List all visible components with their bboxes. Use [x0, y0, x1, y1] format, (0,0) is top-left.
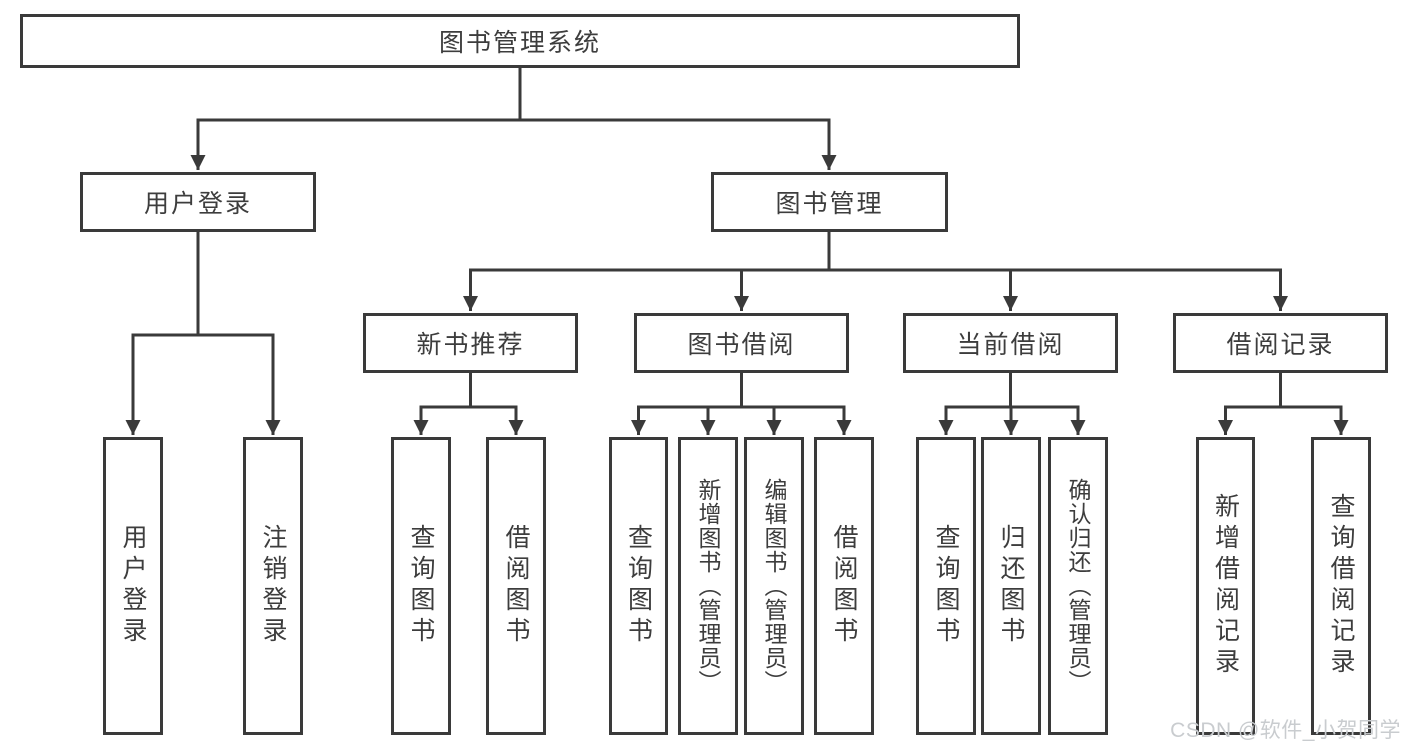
connector-root: [190, 68, 837, 170]
node-book-borrow: 图书借阅: [634, 313, 849, 373]
node-label: 借阅图书: [502, 524, 530, 648]
node-label: 查询图书: [624, 524, 653, 648]
connector-book-management: [463, 232, 1288, 311]
leaf-borrow-books: 借阅图书: [814, 437, 874, 735]
leaf-query-books-recommend: 查询图书: [391, 437, 451, 735]
connector-current-borrow: [938, 373, 1086, 435]
node-label: 查询图书: [932, 524, 960, 648]
node-root: 图书管理系统: [20, 14, 1020, 68]
node-label: 图书管理: [775, 190, 884, 218]
node-label: 用户登录: [119, 524, 147, 648]
node-user-login: 用户登录: [80, 172, 316, 232]
node-label: 借阅记录: [1226, 331, 1335, 359]
node-label: 编辑图书（管理员）: [761, 478, 787, 694]
node-label: 图书管理系统: [438, 29, 601, 57]
leaf-query-books-current: 查询图书: [916, 437, 976, 735]
node-label: 确认归还（管理员）: [1065, 478, 1091, 694]
node-label: 归还图书: [997, 524, 1025, 648]
node-label: 用户登录: [143, 190, 252, 218]
node-label: 当前借阅: [956, 331, 1065, 359]
leaf-edit-book-admin: 编辑图书（管理员）: [744, 437, 804, 735]
leaf-confirm-return-admin: 确认归还（管理员）: [1048, 437, 1108, 735]
node-borrow-records: 借阅记录: [1173, 313, 1388, 373]
node-label: 新书推荐: [416, 331, 525, 359]
node-label: 查询借阅记录: [1327, 493, 1355, 679]
leaf-user-login: 用户登录: [103, 437, 163, 735]
leaf-logout: 注销登录: [243, 437, 303, 735]
node-book-management: 图书管理: [711, 172, 948, 232]
node-label: 新增图书（管理员）: [695, 478, 721, 694]
connector-book-borrow: [631, 373, 852, 435]
watermark: CSDN @软件_小贺同学: [1170, 719, 1401, 742]
connector-user-login: [125, 232, 281, 435]
node-label: 注销登录: [259, 524, 287, 648]
node-label: 查询图书: [407, 524, 435, 648]
leaf-borrow-books-recommend: 借阅图书: [486, 437, 546, 735]
leaf-query-books-borrow: 查询图书: [609, 437, 668, 735]
leaf-add-borrow-record: 新增借阅记录: [1196, 437, 1255, 735]
node-current-borrow: 当前借阅: [903, 313, 1118, 373]
node-new-book-recommend: 新书推荐: [363, 313, 578, 373]
node-label: 图书借阅: [687, 331, 796, 359]
leaf-query-borrow-record: 查询借阅记录: [1311, 437, 1371, 735]
connector-borrow-records: [1218, 373, 1349, 435]
node-label: 新增借阅记录: [1211, 493, 1240, 679]
leaf-return-book: 归还图书: [981, 437, 1041, 735]
leaf-add-book-admin: 新增图书（管理员）: [678, 437, 738, 735]
node-label: 借阅图书: [830, 524, 858, 648]
connector-new-book-recommend: [413, 373, 524, 435]
